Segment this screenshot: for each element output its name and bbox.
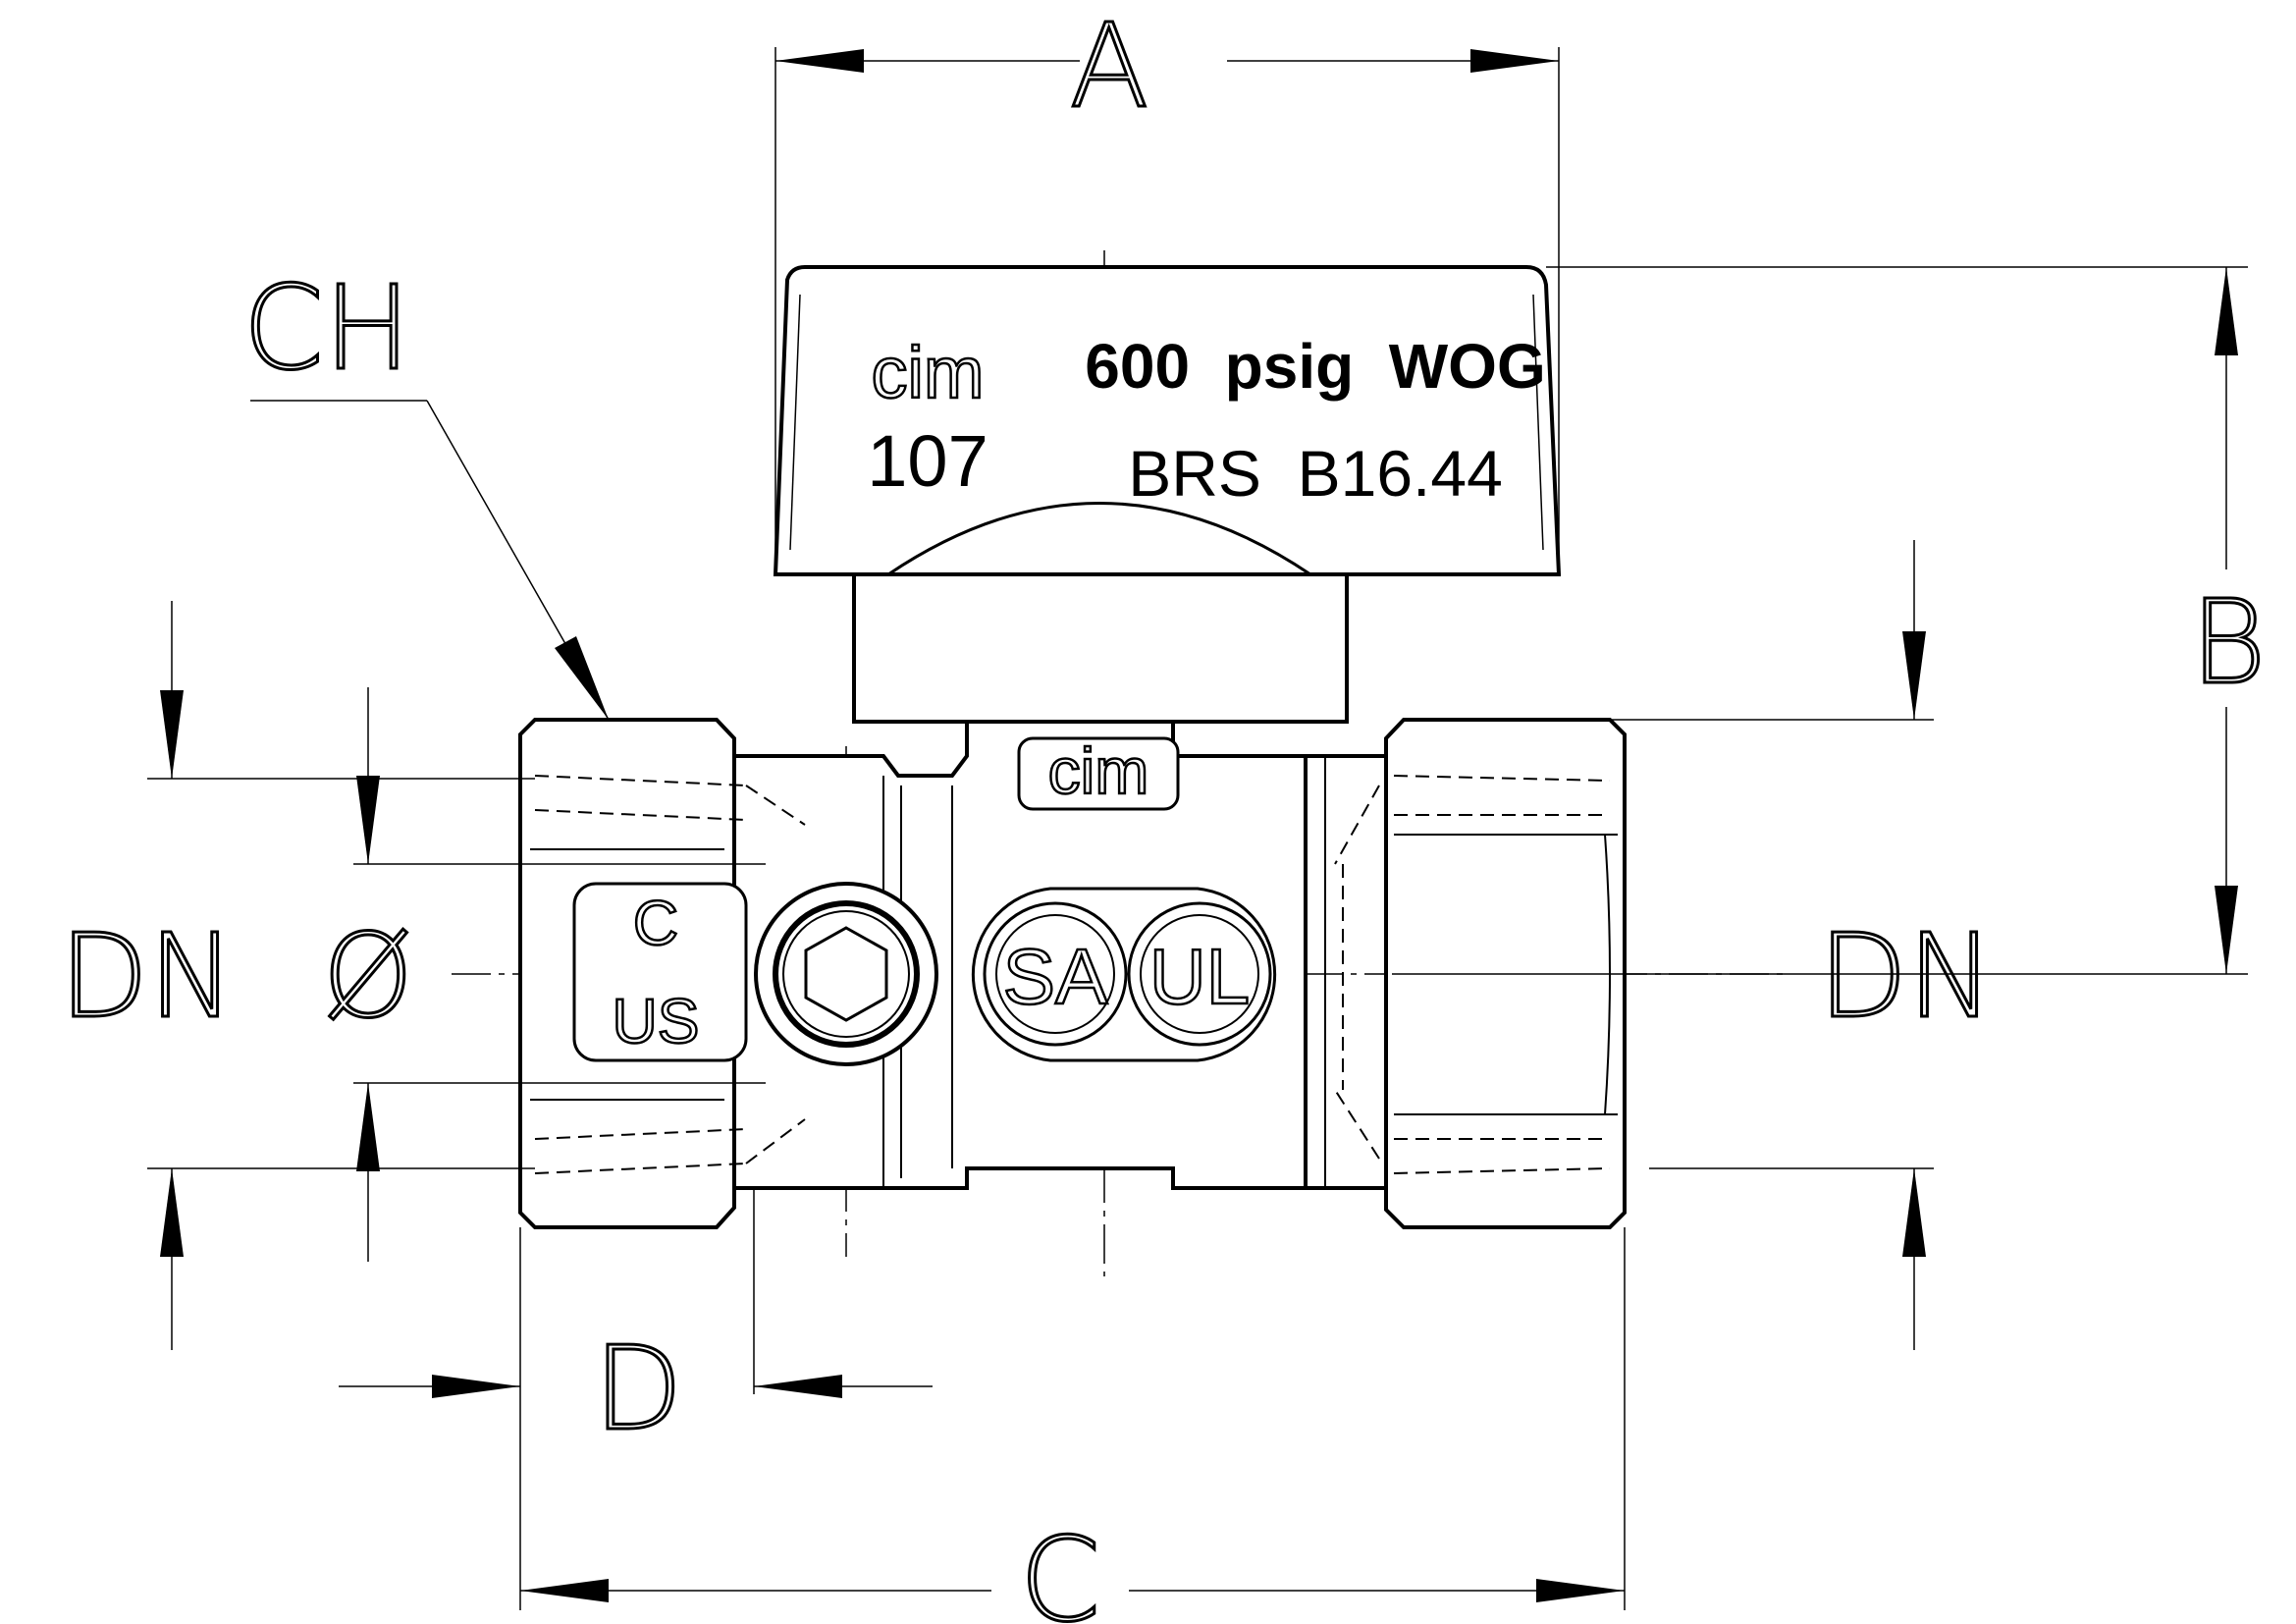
body-brand-badge <box>1017 736 1180 811</box>
cert-oval-plate <box>971 887 1277 1062</box>
dimension-d-label: D <box>594 1321 683 1456</box>
stem-nut <box>852 572 1349 724</box>
handle-brand-text: cim <box>871 332 984 413</box>
handle-model-text: 107 <box>867 420 988 502</box>
dimension-c-label: C <box>1020 1512 1100 1624</box>
dimension-b-label: B <box>2190 574 2266 710</box>
side-cap <box>754 882 938 1066</box>
dimension-arrows <box>160 49 2238 1602</box>
handle-standard-text: BRS B16.44 <box>1128 437 1503 510</box>
cert-c-text: C <box>633 888 678 958</box>
dimension-a-label: A <box>1070 0 1149 134</box>
dimension-dn-right-label: DN <box>1818 908 1994 1044</box>
cert-us-text: US <box>613 986 700 1056</box>
ul-logo-text: UL <box>1149 933 1250 1020</box>
hidden-threads <box>534 775 1611 1174</box>
dimension-ch-label: CH <box>242 260 410 396</box>
dimension-dn-left-label: DN <box>59 908 235 1044</box>
csa-logo-text: SA <box>1003 933 1108 1020</box>
valve-handle <box>773 265 1562 576</box>
dimension-phi-label: Ø <box>323 908 414 1044</box>
handle-dome <box>887 502 1311 576</box>
handle-pressure-text: 600 psig WOG <box>1085 331 1545 402</box>
body-brand-text: cim <box>1048 734 1149 807</box>
cert-plate <box>572 882 748 1062</box>
